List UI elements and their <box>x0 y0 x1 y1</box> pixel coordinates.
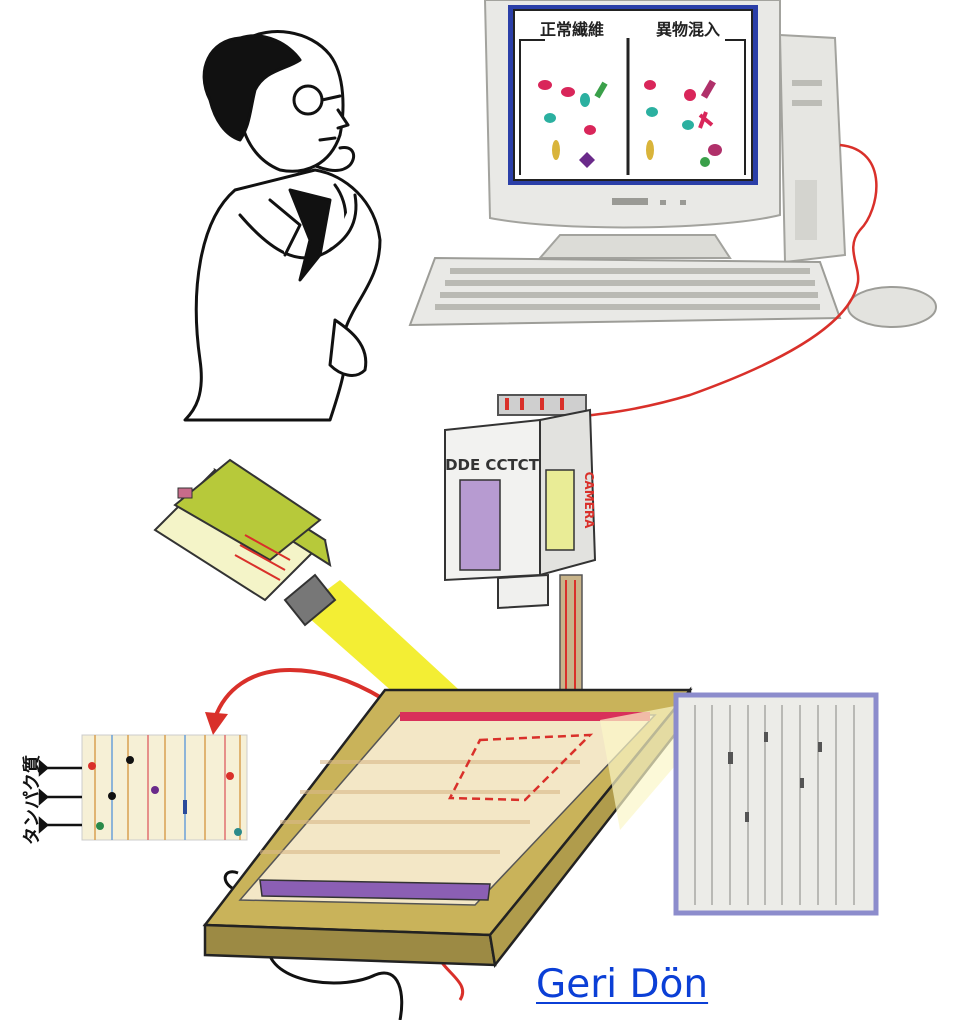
fiber-sample-strip: タンパク質 <box>21 735 247 845</box>
computer-monitor: 正常繊維 異物混入 <box>485 0 780 258</box>
camera-side-label: CAMERA <box>582 472 596 529</box>
keyboard <box>410 258 840 325</box>
back-link[interactable]: Geri Dön <box>536 962 708 1007</box>
magnified-fiber-view <box>600 695 876 913</box>
screen-left-label: 正常繊維 <box>540 20 604 39</box>
computer-tower <box>780 35 845 262</box>
inspection-camera: DDE CCTCT CAMERA <box>445 395 596 695</box>
mouse-device <box>848 287 936 327</box>
light-source-unit <box>155 460 470 725</box>
film-label: タンパク質 <box>21 755 43 845</box>
camera-front-label: DDE CCTCT <box>445 456 540 474</box>
screen-right-label: 異物混入 <box>656 20 720 39</box>
thinking-person-figure <box>185 32 380 420</box>
